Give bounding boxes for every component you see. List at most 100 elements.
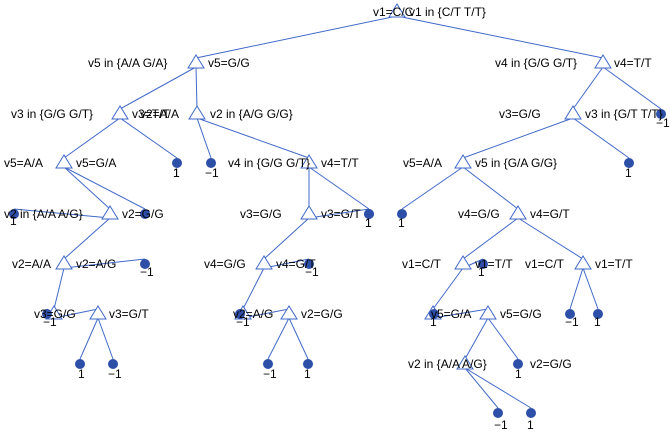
leaf-node-circle-icon	[206, 158, 216, 168]
tree-edge	[308, 208, 370, 219]
tree-edge	[487, 317, 519, 360]
leaf-node-circle-icon	[303, 359, 313, 369]
split-condition-right: v1=T/T	[475, 257, 513, 271]
split-node-triangle-icon	[456, 355, 474, 370]
split-condition-left: v2=A/A	[140, 107, 179, 121]
tree-edge	[63, 258, 146, 269]
leaf-value: 1	[430, 315, 437, 329]
tree-labels: v1=C/Cv1 in {C/T T/T}v5 in {A/A G/A}v5=G…	[4, 5, 670, 432]
leaf-value: −1	[263, 367, 277, 381]
split-condition-right: v2=G/G	[530, 357, 572, 371]
split-condition-right: v5=G/A	[76, 156, 116, 170]
leaf-value: 1	[365, 216, 372, 230]
leaf-value: −1	[205, 166, 219, 180]
split-condition-right: v3=G/T	[109, 307, 149, 321]
tree-edge	[569, 267, 584, 310]
leaf-value: −1	[108, 367, 122, 381]
tree-edge	[195, 66, 198, 110]
split-condition-left: v2=A/G	[233, 307, 273, 321]
split-condition-left: v4 in {G/G G/T}	[228, 156, 310, 170]
tree-edge	[462, 166, 519, 210]
tree-edge	[263, 217, 310, 260]
tree-edge	[572, 66, 604, 110]
leaf-node-circle-icon	[75, 359, 85, 369]
leaf-node-circle-icon	[235, 309, 245, 319]
tree-edge	[464, 317, 489, 360]
leaf-value: −1	[565, 315, 579, 329]
leaf-value: 1	[365, 216, 372, 230]
split-node-triangle-icon	[101, 205, 119, 220]
tree-edge	[119, 66, 197, 110]
split-condition-left: v4=G/G	[458, 207, 500, 221]
tree-edges	[13, 15, 662, 409]
tree-edge	[602, 66, 662, 110]
split-condition-right: v1=T/T	[595, 257, 633, 271]
tree-edge	[119, 117, 178, 159]
split-node-triangle-icon	[300, 154, 318, 169]
split-condition-left: v1=C/T	[525, 257, 565, 271]
tree-edge	[308, 166, 370, 210]
tree-edge	[242, 267, 265, 310]
split-node-triangle-icon	[454, 154, 472, 169]
split-condition-left: v5=A/A	[4, 156, 43, 170]
leaf-value: 1	[515, 367, 522, 381]
tree-edge	[63, 166, 146, 210]
tree-edge	[582, 267, 599, 310]
split-node-triangle-icon	[479, 305, 497, 320]
split-condition-right: v3 in {G/T T/T}	[585, 107, 663, 121]
split-node-triangle-icon	[111, 105, 129, 120]
leaf-node-circle-icon	[526, 408, 536, 418]
tree-edge	[196, 117, 212, 159]
leaf-value: 1	[173, 166, 180, 180]
tree-edge	[432, 267, 464, 310]
tree-edge	[572, 117, 630, 159]
split-condition-left: v3=G/G	[34, 307, 76, 321]
split-node-triangle-icon	[55, 255, 73, 270]
leaf-node-circle-icon	[263, 359, 273, 369]
tree-edge	[462, 217, 519, 260]
split-condition-right: v4=T/T	[321, 156, 359, 170]
split-condition-left: v5=A/A	[403, 156, 442, 170]
leaf-node-circle-icon	[108, 359, 118, 369]
split-condition-left: v2=A/A	[12, 257, 51, 271]
split-condition-right: v4=G/T	[530, 207, 570, 221]
split-node-triangle-icon	[564, 105, 582, 120]
split-condition-right: v4=G/T	[276, 257, 316, 271]
split-condition-right: v5 in {G/A G/G}	[475, 156, 557, 170]
split-condition-left: v2 in {A/A A/G}	[408, 357, 487, 371]
split-condition-right: v3=T/T	[132, 107, 170, 121]
split-node-triangle-icon	[55, 154, 73, 169]
split-condition-left: v1=C/C	[373, 5, 414, 19]
tree-edge	[79, 317, 99, 360]
split-condition-left: v5=G/A	[431, 307, 471, 321]
split-node-triangle-icon	[454, 255, 472, 270]
leaf-node-circle-icon	[9, 209, 19, 219]
leaf-node-circle-icon	[493, 408, 503, 418]
split-condition-right: v4=T/T	[614, 56, 652, 70]
split-condition-left: v3 in {G/G G/T}	[11, 107, 93, 121]
tree-edge	[396, 15, 604, 59]
leaf-value: 1	[173, 166, 180, 180]
leaf-value: 1	[478, 265, 485, 279]
tree-edge	[13, 208, 111, 219]
split-node-triangle-icon	[574, 255, 592, 270]
split-condition-left: v3=G/G	[240, 207, 282, 221]
leaf-value: 1	[398, 216, 405, 230]
split-condition-right: v2 in {A/G G/G}	[210, 107, 293, 121]
leaf-value: 1	[78, 367, 85, 381]
split-condition-left: v5 in {A/A G/A}	[88, 56, 167, 70]
leaf-node-circle-icon	[140, 209, 150, 219]
split-condition-left: v4 in {G/G G/T}	[495, 56, 577, 70]
tree-edge	[97, 317, 114, 360]
split-node-triangle-icon	[594, 54, 612, 69]
split-node-triangle-icon	[187, 54, 205, 69]
tree-edge	[401, 166, 464, 210]
split-condition-right: v2=A/G	[76, 257, 116, 271]
tree-edge	[63, 166, 111, 210]
tree-edge	[63, 217, 111, 260]
tree-edge	[195, 15, 398, 59]
split-condition-left: v2 in {A/A A/G}	[4, 207, 83, 221]
split-node-triangle-icon	[388, 3, 406, 18]
leaf-node-circle-icon	[593, 309, 603, 319]
leaf-value: 1	[527, 418, 534, 432]
